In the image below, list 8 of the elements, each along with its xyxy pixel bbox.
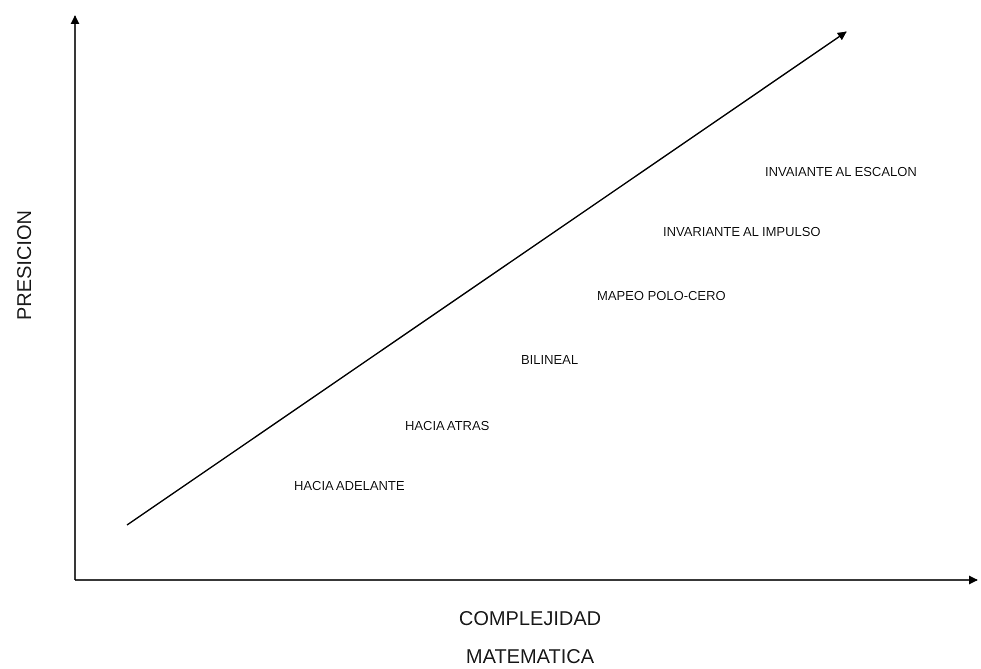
method-label: MAPEO POLO-CERO (597, 288, 726, 303)
method-label: INVAIANTE AL ESCALON (765, 164, 917, 179)
method-label: HACIA ATRAS (405, 418, 490, 433)
method-label: INVARIANTE AL IMPULSO (663, 224, 820, 239)
method-label: BILINEAL (521, 352, 578, 367)
axis-title: PRESICION (14, 210, 37, 320)
axis-title: COMPLEJIDAD MATEMATICA (458, 607, 602, 669)
method-label: HACIA ADELANTE (294, 478, 405, 493)
